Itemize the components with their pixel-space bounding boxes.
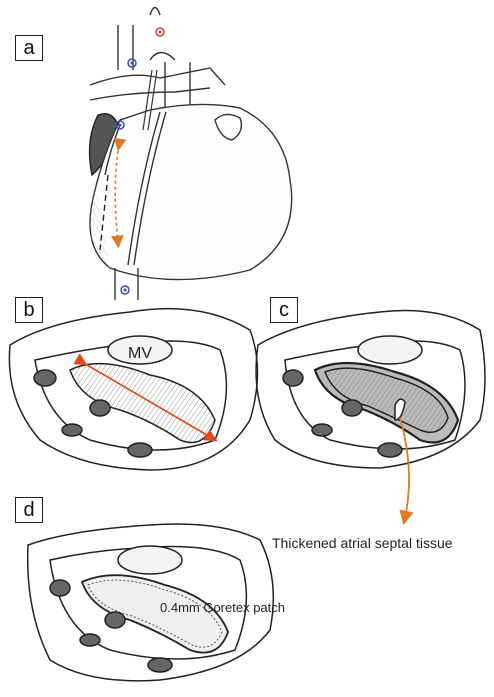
mitral-valve-c [358,336,422,364]
thickened-tissue-label: Thickened atrial septal tissue [272,535,453,551]
heart-body [90,104,292,279]
panel-b-illustration [9,309,257,470]
panel-c-illustration [256,310,485,468]
mitral-valve-d [118,546,182,574]
heart-illustration [89,8,292,301]
mv-label: MV [128,345,152,362]
thickened-tissue-arrow [400,418,409,518]
goretex-patch-label: 0.4mm Goretex patch [160,600,285,615]
